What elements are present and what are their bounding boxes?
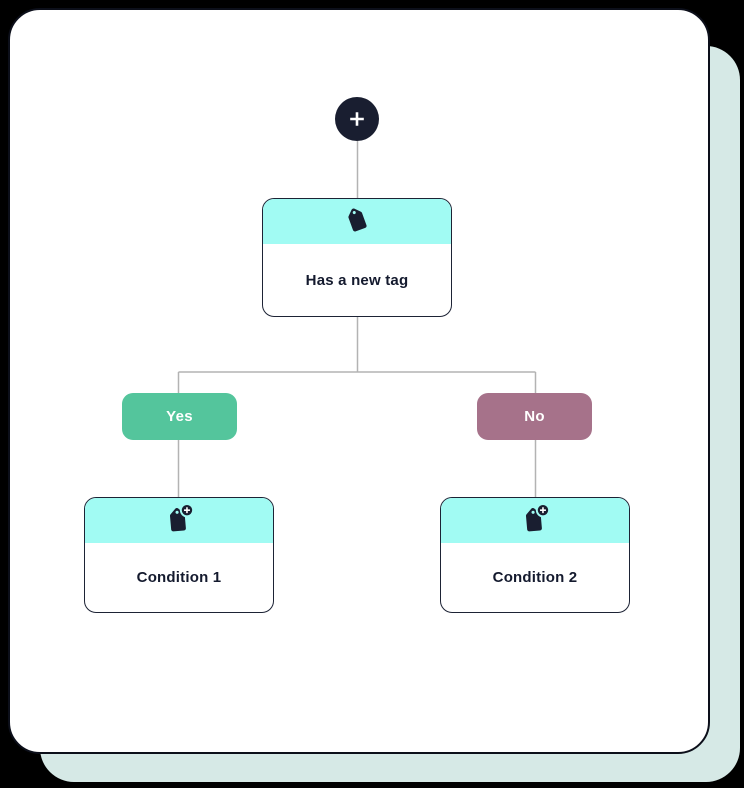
trigger-node-header bbox=[263, 199, 451, 244]
condition-2-node-label: Condition 2 bbox=[492, 569, 578, 586]
branch-label-no[interactable]: No bbox=[477, 393, 592, 440]
tag-plus-icon bbox=[161, 503, 197, 538]
condition-2-node-header bbox=[441, 498, 629, 543]
trigger-node-label: Has a new tag bbox=[305, 271, 409, 289]
condition-1-node-header bbox=[85, 498, 273, 543]
tag-plus-icon bbox=[517, 503, 553, 538]
plus-icon bbox=[345, 107, 369, 131]
condition-2-node[interactable]: Condition 2 bbox=[440, 497, 630, 613]
condition-1-node-label: Condition 1 bbox=[136, 569, 222, 586]
trigger-node[interactable]: Has a new tag bbox=[262, 198, 452, 317]
tag-icon bbox=[342, 206, 373, 237]
branch-label-yes[interactable]: Yes bbox=[122, 393, 237, 440]
add-step-button[interactable] bbox=[335, 97, 379, 141]
condition-1-node[interactable]: Condition 1 bbox=[84, 497, 274, 613]
